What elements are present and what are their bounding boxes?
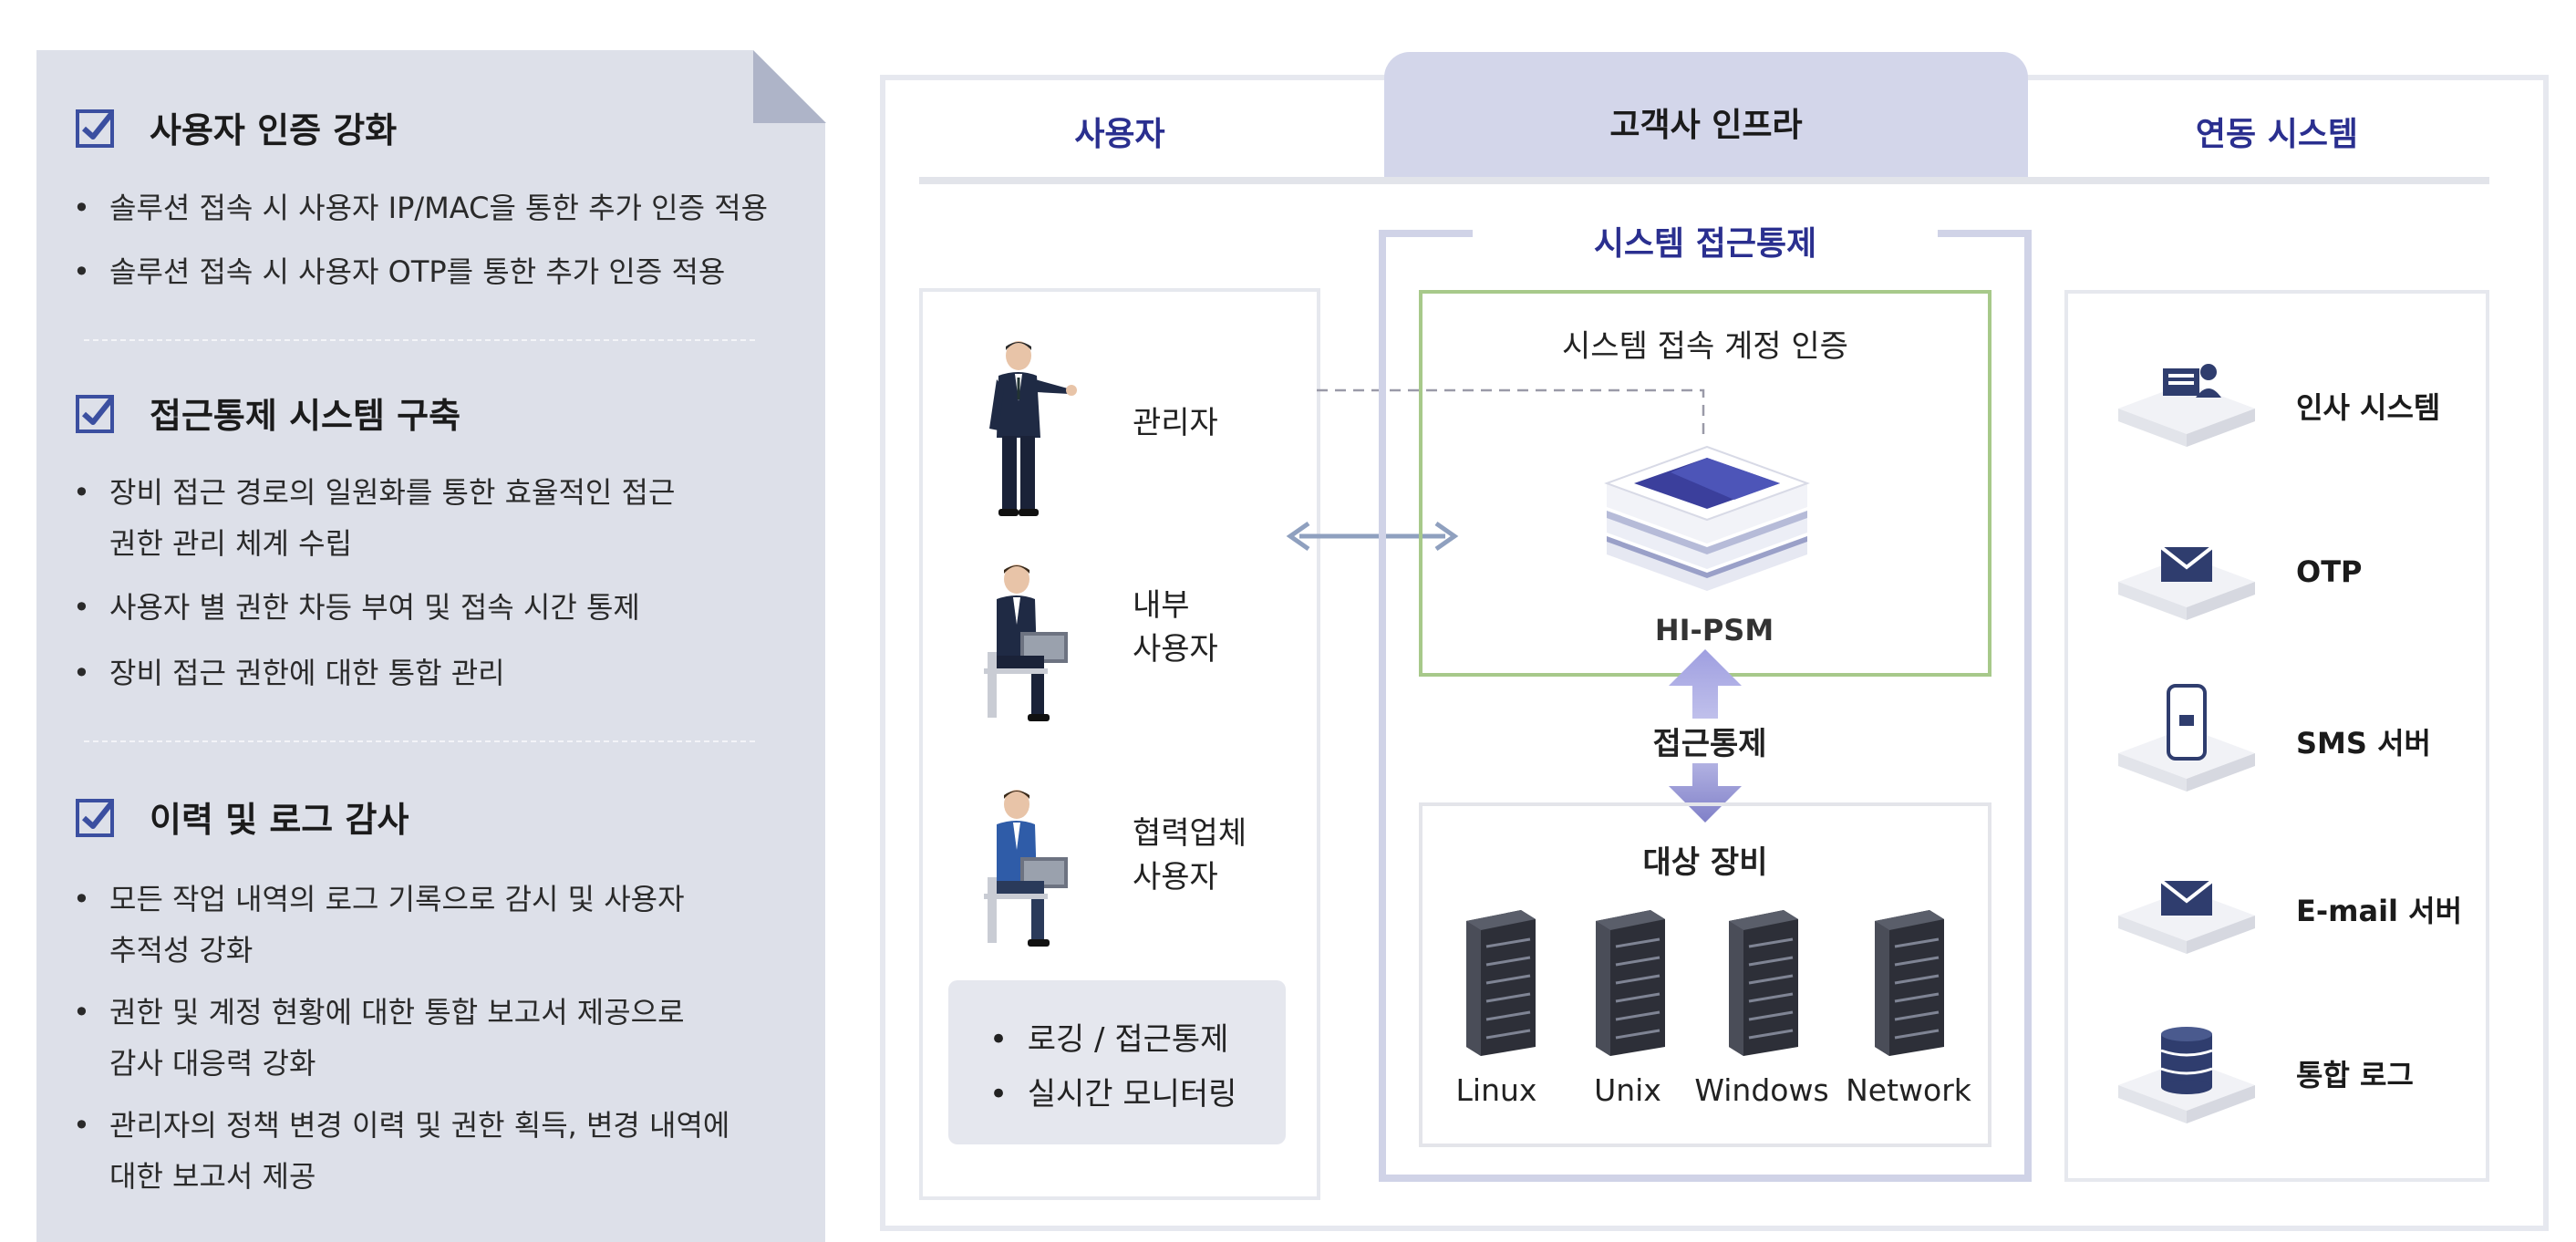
sms-phone-icon: [2118, 684, 2255, 792]
server-rack-icon: [1466, 910, 1536, 1056]
appliance-stack-icon: [1604, 445, 1810, 591]
section-title-user-auth: 사용자 인증 강화: [75, 102, 397, 152]
feature-panel: [36, 50, 825, 1242]
server-rack-icon: [1596, 910, 1665, 1056]
otp-mail-icon: [2118, 545, 2255, 620]
bullet-item: • 솔루션 접속 시 사용자 IP/MAC을 통한 추가 인증 적용: [73, 191, 769, 225]
bullet-item: • 솔루션 접속 시 사용자 OTP를 통한 추가 인증 적용: [73, 254, 726, 289]
server-label-windows: Windows: [1694, 1072, 1829, 1108]
checkbox-checked-icon: [76, 798, 114, 837]
access-control-label: 접근통제: [1605, 719, 1815, 763]
auth-title: 시스템 접속 계정 인증: [1562, 328, 1848, 365]
feature-item: • 로깅 / 접근통제: [989, 1021, 1229, 1058]
page-fold-corner: [753, 50, 826, 123]
infra-title: 시스템 접근통제: [1593, 225, 1817, 263]
user-label-partner: 협력업체 사용자: [1133, 815, 1247, 895]
hr-system-icon: [2118, 364, 2255, 447]
linked-label-sms: SMS 서버: [2296, 726, 2431, 761]
bullet-item: • 사용자 별 권한 차등 부여 및 접속 시간 통제: [73, 590, 640, 625]
section-title-text: 이력 및 로그 감사: [150, 800, 409, 840]
user-features-box: [948, 980, 1286, 1144]
server-label-unix: Unix: [1594, 1072, 1661, 1108]
target-equipment-box: [1419, 802, 1991, 1147]
section-title-text: 사용자 인증 강화: [150, 110, 398, 150]
user-label-internal: 내부 사용자: [1133, 587, 1218, 668]
linked-label-hr: 인사 시스템: [2296, 390, 2441, 425]
bullet-item: • 장비 접근 경로의 일원화를 통한 효율적인 접근 권한 관리 체계 수립: [73, 475, 676, 561]
admin-dashed-connector: [1317, 388, 1705, 436]
checkbox-checked-icon: [76, 394, 114, 433]
infra-column-tab: [1384, 52, 2028, 180]
section-divider: [84, 740, 755, 742]
infra-title-mask: [1473, 214, 1938, 260]
user-label-admin: 관리자: [1133, 405, 1218, 441]
target-equipment-title: 대상 장비: [1642, 844, 1768, 881]
section-divider: [84, 339, 755, 341]
partner-user-icon: [984, 790, 1068, 947]
column-head-infra: 고객사 인프라: [1609, 107, 1803, 144]
section-title-text: 접근통제 시스템 구축: [150, 396, 461, 436]
server-rack-icon: [1875, 910, 1944, 1056]
feature-item: • 실시간 모니터링: [989, 1076, 1237, 1113]
linked-label-log: 통합 로그: [2296, 1058, 2414, 1092]
column-head-linked: 연동 시스템: [2195, 116, 2359, 153]
section-title-audit: 이력 및 로그 감사: [75, 792, 409, 842]
column-head-user: 사용자: [1074, 116, 1165, 153]
bullet-item: • 관리자의 정책 변경 이력 및 권한 획득, 변경 내역에 대한 보고서 제…: [73, 1108, 730, 1194]
bullet-item: • 모든 작업 내역의 로그 기록으로 감시 및 사용자 추적성 강화: [73, 882, 685, 968]
linked-systems-box: [2064, 290, 2489, 1182]
server-rack-icon: [1729, 910, 1798, 1056]
column-header-underline: [919, 177, 2489, 184]
appliance-label: HI-PSM: [1654, 613, 1774, 647]
database-log-icon: [2118, 1027, 2255, 1123]
server-label-linux: Linux: [1455, 1072, 1537, 1108]
user-column-box: [919, 288, 1320, 1200]
admin-person-icon: [989, 341, 1077, 516]
linked-label-otp: OTP: [2296, 554, 2363, 589]
linked-label-email: E-mail 서버: [2296, 894, 2463, 928]
bullet-item: • 장비 접근 권한에 대한 통합 관리: [73, 656, 505, 690]
bullet-item: • 권한 및 계정 현황에 대한 통합 보고서 제공으로 감사 대응력 강화: [73, 995, 685, 1081]
internal-user-icon: [984, 564, 1068, 721]
section-title-access-control: 접근통제 시스템 구축: [75, 388, 460, 438]
email-icon: [2118, 879, 2255, 954]
server-label-network: Network: [1846, 1072, 1971, 1108]
checkbox-checked-icon: [76, 109, 114, 148]
